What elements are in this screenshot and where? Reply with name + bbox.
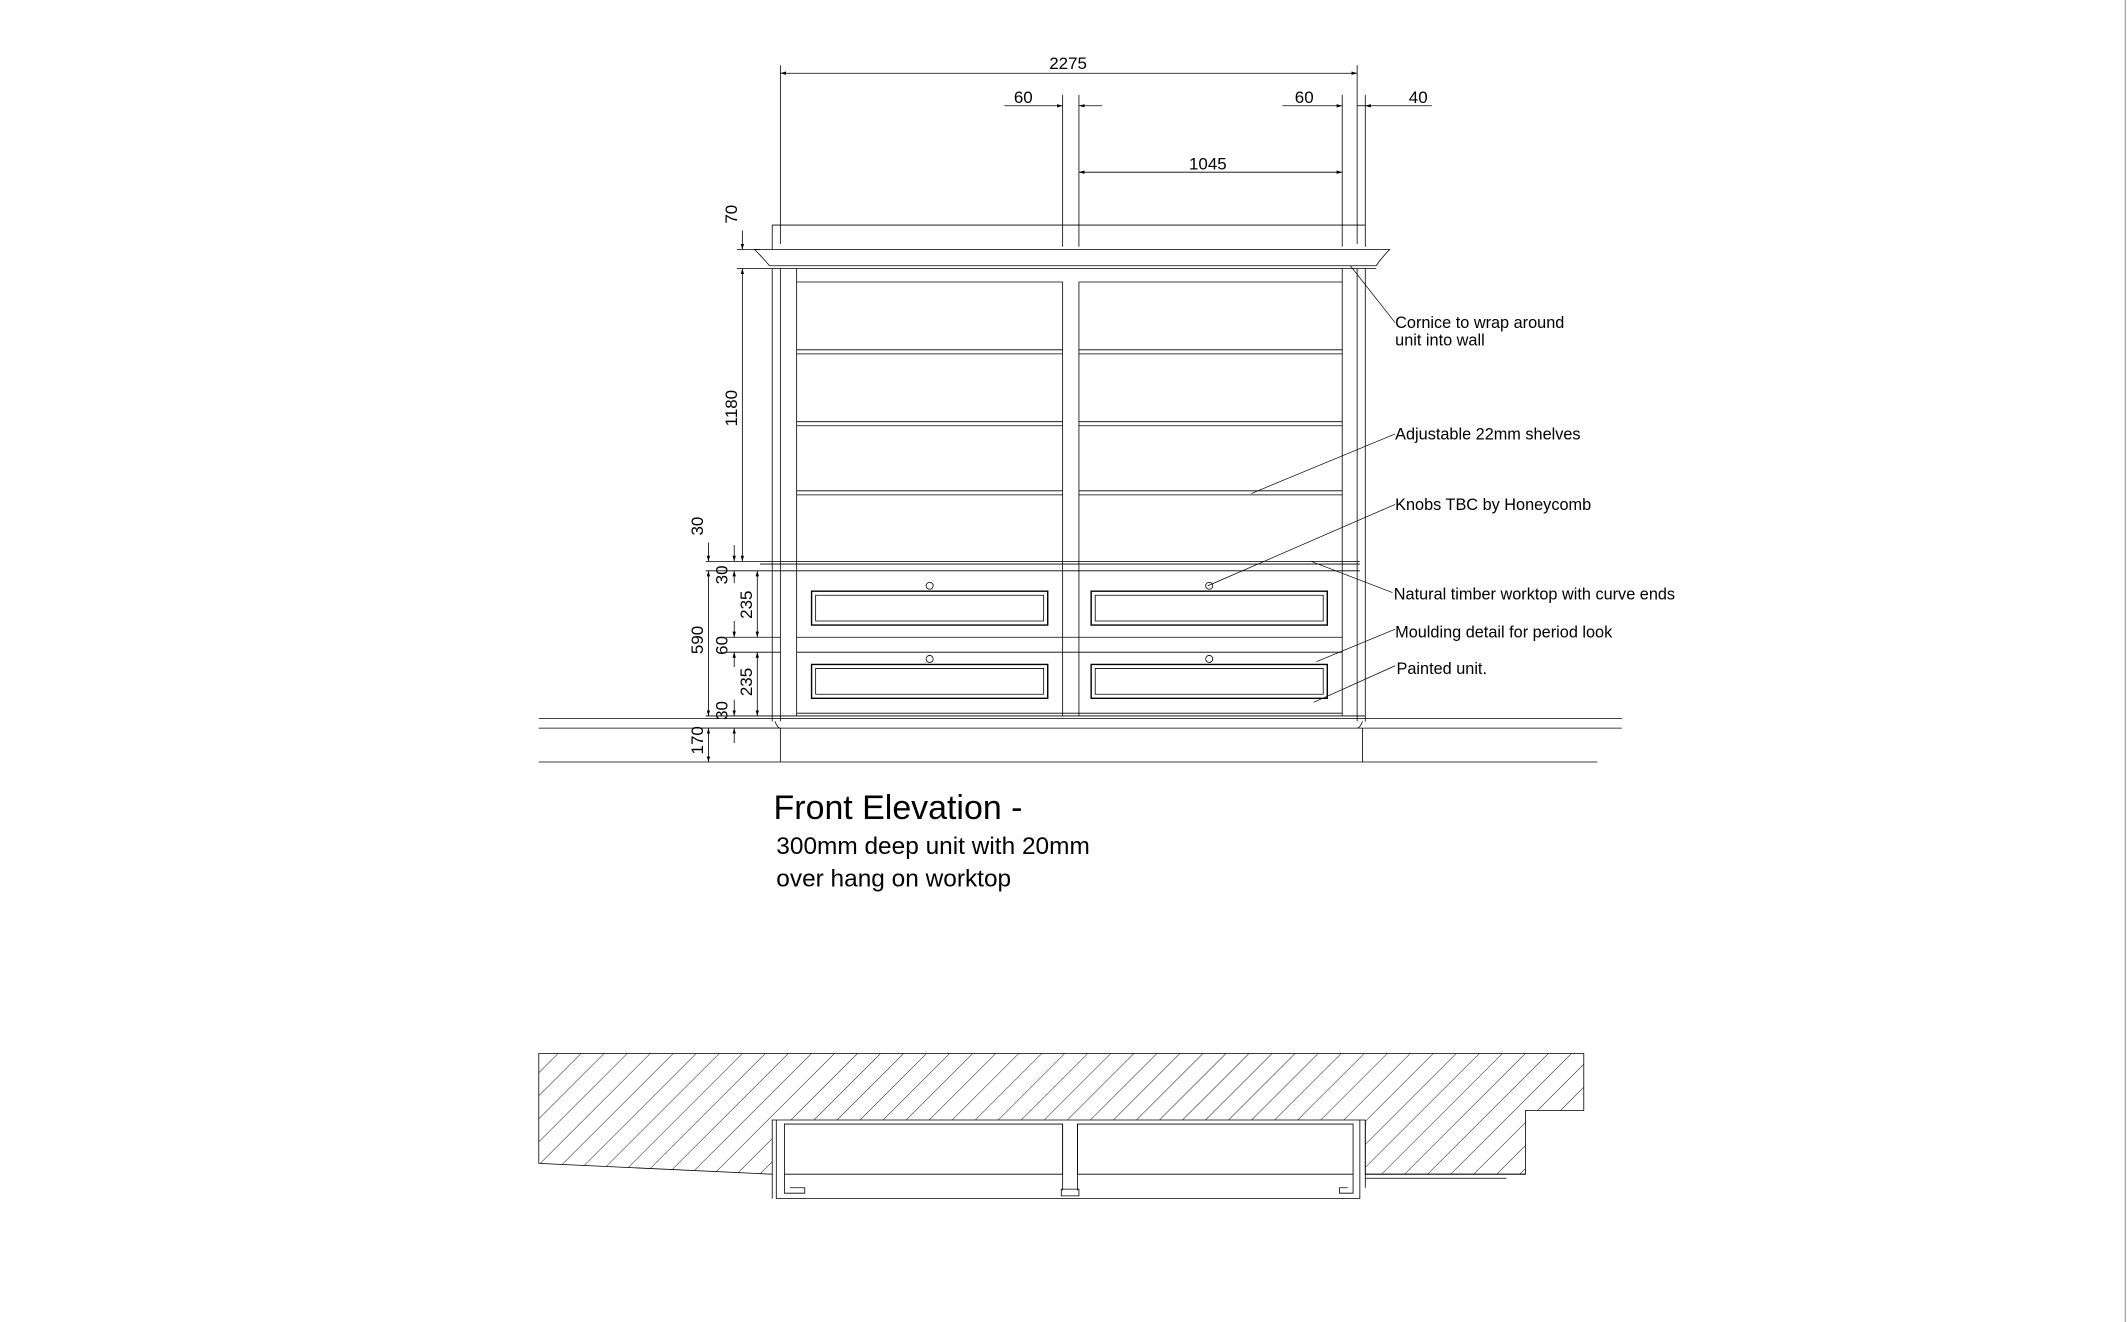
annotation-painted: Painted unit. (1397, 660, 1487, 678)
annotation-moulding: Moulding detail for period look (1395, 623, 1613, 641)
drawer-top-left (812, 591, 1048, 625)
annotation-knobs: Knobs TBC by Honeycomb (1395, 496, 1591, 514)
knob-icon (926, 655, 933, 662)
dim-bottom-rail: 30 (712, 701, 731, 720)
drawer-bottom-left (812, 664, 1048, 698)
annotation-cornice-line2: unit into wall (1395, 332, 1485, 350)
dim-upper-height: 1180 (722, 390, 741, 426)
drawing-subtitle-line2: over hang on worktop (776, 866, 1011, 893)
dim-cornice-height: 70 (722, 205, 741, 224)
dim-base-height: 590 (688, 626, 707, 654)
plan-bay-right (1078, 1124, 1354, 1174)
annotation-cornice-line1: Cornice to wrap around (1395, 314, 1564, 332)
dim-bay-width: 1045 (1189, 154, 1227, 173)
knob-icon (1206, 655, 1213, 662)
unit-carcass (706, 268, 1366, 721)
dim-drawer-rail: 60 (712, 636, 731, 655)
dim-post-right: 60 (1295, 88, 1314, 107)
annotation-shelves: Adjustable 22mm shelves (1395, 425, 1580, 443)
drawer-bottom-right (1091, 664, 1327, 698)
plan-view (539, 1054, 1584, 1199)
knob-icon (1206, 582, 1213, 589)
plan-bay-left (784, 1124, 1062, 1174)
dim-plinth: 170 (688, 726, 707, 754)
annotation-leaders (1208, 266, 1395, 703)
dim-gap-upper: 30 (688, 517, 707, 536)
dim-worktop: 30 (712, 565, 731, 584)
annotation-worktop: Natural timber worktop with curve ends (1394, 585, 1675, 603)
dim-end-gap: 40 (1409, 88, 1428, 107)
top-dimensions (780, 65, 1431, 247)
dim-overall-width: 2275 (1049, 54, 1087, 73)
dim-post-left: 60 (1014, 88, 1033, 107)
cornice (755, 225, 1390, 268)
knobs (926, 582, 1213, 662)
drawers (812, 591, 1328, 698)
drawing-title: Front Elevation - (774, 789, 1023, 827)
left-dimensions (699, 231, 780, 763)
knob-icon (926, 582, 933, 589)
dim-drawer-top: 235 (737, 591, 756, 619)
dim-drawer-bottom: 235 (737, 668, 756, 696)
drawer-top-right (1091, 591, 1327, 625)
drawing-subtitle-line1: 300mm deep unit with 20mm (776, 833, 1090, 860)
